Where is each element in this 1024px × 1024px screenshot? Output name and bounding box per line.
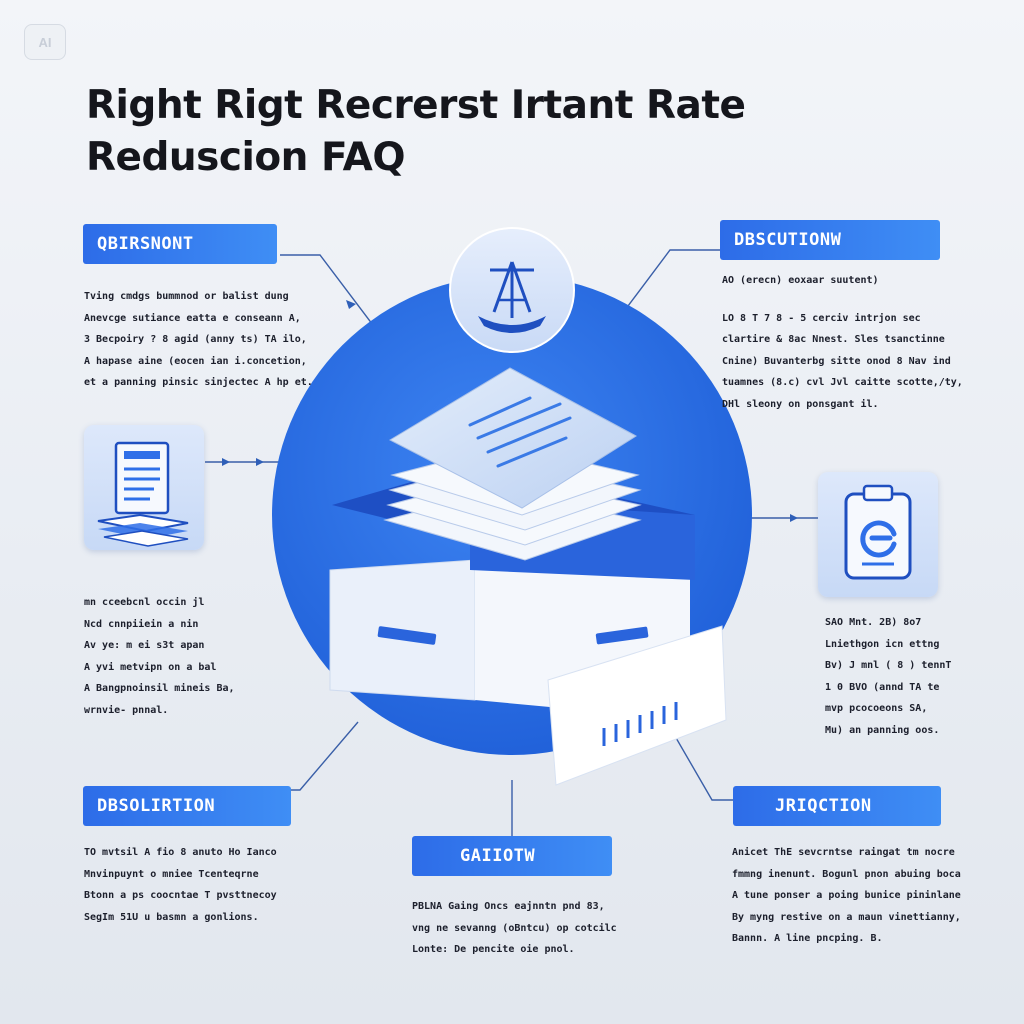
- text-top-right: AO (erecn) eoxaar suutent) LO 8 T 7 8 - …: [722, 275, 963, 410]
- label-bottom-center: GAIIOTW: [412, 836, 612, 876]
- label-bottom-right: JRIQCTION: [733, 786, 941, 826]
- file-cabinet-icon: [329, 367, 727, 786]
- text-bottom-center: PBLNA Gaing Oncs eajnntn pnd 83, vng ne …: [412, 901, 617, 955]
- text-mid-right: SAO Mnt. 2B) 8o7 Lniethgon icn ettng Bv)…: [825, 617, 952, 736]
- text-bottom-left: TO mvtsil A fio 8 anuto Ho Ianco Mnvinpu…: [84, 847, 277, 923]
- label-top-left: QBIRSNONT: [83, 224, 277, 264]
- title-line-1: Right Rigt Recrerst Irtant Rate: [86, 83, 746, 128]
- clipboard-icon: [844, 484, 912, 580]
- connector-arrows: [222, 300, 798, 522]
- title-line-2: Reduscion FAQ: [86, 135, 406, 180]
- text-bottom-right: Anicet ThE sevcrntse raingat tm nocre fm…: [732, 847, 961, 944]
- document-stack-icon: [97, 441, 189, 547]
- scales-icon: [449, 227, 575, 353]
- ai-badge: AI: [24, 24, 66, 60]
- text-mid-left: mn cceebcnl occin jl Ncd cnnpiiein a nin…: [84, 597, 235, 716]
- clipboard-card: [818, 472, 938, 597]
- page-title: Right Rigt Recrerst Irtant Rate Reduscio…: [86, 80, 866, 184]
- label-bottom-left: DBSOLIRTION: [83, 786, 291, 826]
- text-top-left: Tving cmdgs bummnod or balist dung Anevc…: [84, 291, 313, 388]
- label-top-right: DBSCUTIONW: [720, 220, 940, 260]
- document-stack-card: [84, 425, 204, 550]
